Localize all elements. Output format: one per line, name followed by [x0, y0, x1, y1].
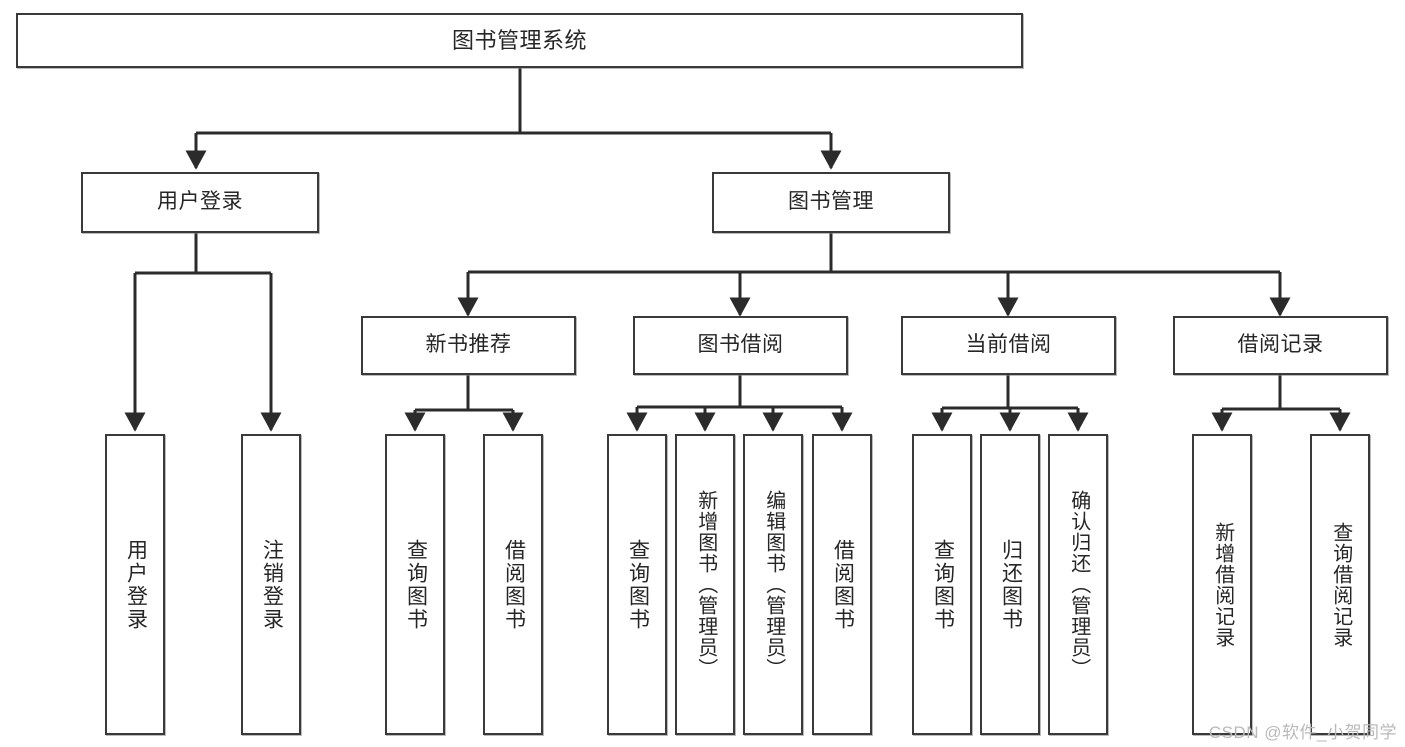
node-book-borrow[interactable]: 图书借阅: [633, 316, 848, 375]
node-new-book-recommend[interactable]: 新书推荐: [361, 316, 576, 375]
node-leaf-query-book-3-label: 查询图书: [931, 538, 955, 631]
node-leaf-query-record[interactable]: 查询借阅记录: [1310, 434, 1370, 735]
node-leaf-add-record[interactable]: 新增借阅记录: [1192, 434, 1252, 735]
node-current-borrow[interactable]: 当前借阅: [901, 316, 1116, 375]
node-user-login[interactable]: 用户登录: [81, 172, 319, 233]
node-leaf-return-book[interactable]: 归还图书: [980, 434, 1040, 735]
node-leaf-logout-login-label: 注销登录: [260, 538, 284, 631]
node-root-label: 图书管理系统: [451, 27, 587, 53]
node-leaf-query-book-3[interactable]: 查询图书: [912, 434, 972, 735]
node-leaf-query-book-1[interactable]: 查询图书: [385, 434, 445, 735]
watermark: CSDN @软件_小贺同学: [1208, 723, 1397, 742]
node-leaf-borrow-book-1[interactable]: 借阅图书: [483, 434, 543, 735]
node-leaf-user-login-label: 用户登录: [124, 538, 148, 631]
node-current-borrow-label: 当前借阅: [965, 333, 1052, 357]
node-user-login-label: 用户登录: [157, 190, 243, 214]
node-leaf-borrow-book-2[interactable]: 借阅图书: [812, 434, 872, 735]
node-leaf-query-book-2[interactable]: 查询图书: [607, 434, 667, 735]
node-book-manage[interactable]: 图书管理: [712, 172, 950, 233]
node-borrow-record-label: 借阅记录: [1237, 333, 1324, 357]
node-leaf-edit-book-label: 编辑图书（管理员）: [762, 490, 785, 679]
node-leaf-borrow-book-1-label: 借阅图书: [502, 538, 526, 631]
node-leaf-add-book[interactable]: 新增图书（管理员）: [675, 434, 735, 735]
node-leaf-add-record-label: 新增借阅记录: [1211, 521, 1234, 648]
node-leaf-edit-book[interactable]: 编辑图书（管理员）: [743, 434, 803, 735]
node-leaf-user-login[interactable]: 用户登录: [105, 434, 165, 735]
node-leaf-logout-login[interactable]: 注销登录: [241, 434, 301, 735]
node-leaf-query-record-label: 查询借阅记录: [1329, 521, 1352, 648]
node-leaf-borrow-book-2-label: 借阅图书: [831, 538, 855, 631]
node-leaf-query-book-1-label: 查询图书: [404, 538, 428, 631]
node-new-book-recommend-label: 新书推荐: [425, 333, 512, 357]
node-leaf-confirm-return-label: 确认归还（管理员）: [1067, 490, 1090, 679]
node-borrow-record[interactable]: 借阅记录: [1173, 316, 1388, 375]
node-root[interactable]: 图书管理系统: [16, 13, 1023, 68]
node-leaf-add-book-label: 新增图书（管理员）: [694, 490, 717, 679]
node-leaf-query-book-2-label: 查询图书: [626, 538, 650, 631]
node-leaf-confirm-return[interactable]: 确认归还（管理员）: [1048, 434, 1108, 735]
node-book-manage-label: 图书管理: [788, 190, 874, 214]
node-book-borrow-label: 图书借阅: [697, 333, 784, 357]
node-leaf-return-book-label: 归还图书: [999, 538, 1023, 631]
